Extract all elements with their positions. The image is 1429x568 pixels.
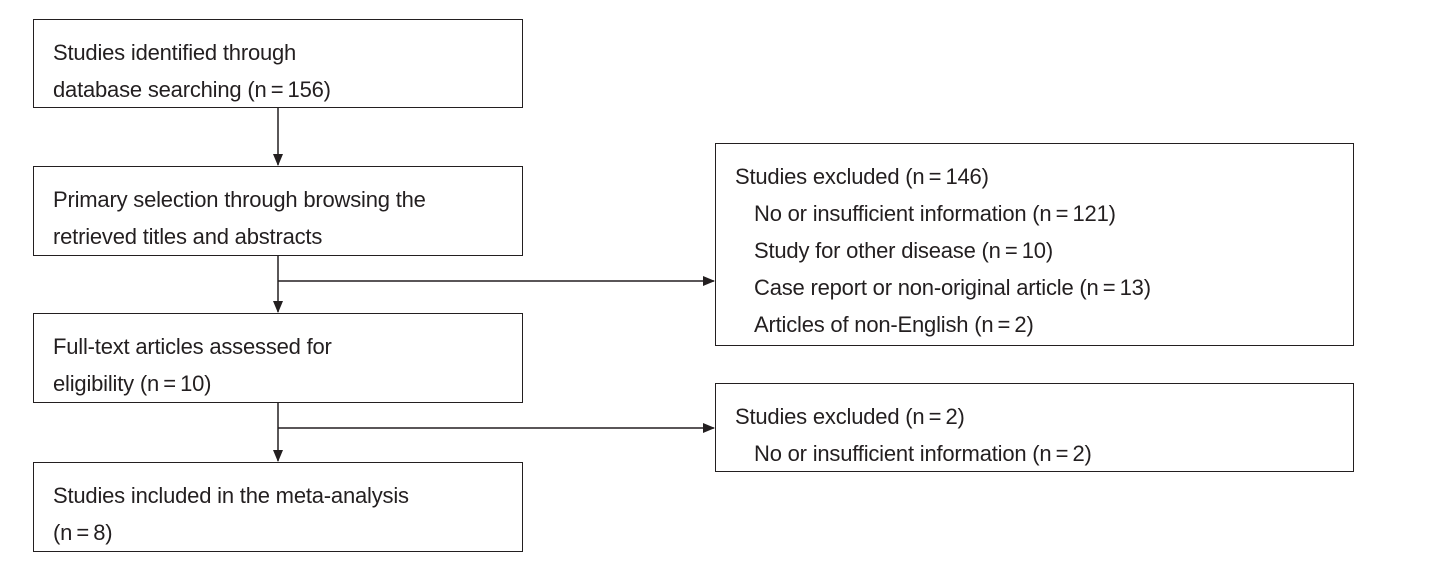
full-text-line-2: eligibility (n = 10) <box>53 371 212 396</box>
excluded-first-reason: Case report or non-original article (n =… <box>754 275 1151 300</box>
identified-line-1: Studies identified through <box>53 40 297 65</box>
primary-selection-line-2: retrieved titles and abstracts <box>53 224 323 249</box>
included-box: Studies included in the meta-analysis (n… <box>33 462 523 552</box>
excluded-second-reason: No or insufficient information (n = 2) <box>754 441 1092 466</box>
excluded-first-box: Studies excluded (n = 146) No or insuffi… <box>715 143 1354 346</box>
primary-selection-line-1: Primary selection through browsing the <box>53 187 426 212</box>
primary-selection-box: Primary selection through browsing the r… <box>33 166 523 256</box>
excluded-second-title: Studies excluded (n = 2) <box>735 404 965 429</box>
excluded-first-title: Studies excluded (n = 146) <box>735 164 989 189</box>
identified-line-2: database searching (n = 156) <box>53 77 331 102</box>
excluded-first-reason: Study for other disease (n = 10) <box>754 238 1053 263</box>
identified-box: Studies identified through database sear… <box>33 19 523 108</box>
excluded-first-reason: Articles of non-English (n = 2) <box>754 312 1034 337</box>
excluded-second-box: Studies excluded (n = 2) No or insuffici… <box>715 383 1354 472</box>
excluded-first-reason: No or insufficient information (n = 121) <box>754 201 1116 226</box>
included-line-2: (n = 8) <box>53 520 113 545</box>
full-text-box: Full-text articles assessed for eligibil… <box>33 313 523 403</box>
full-text-line-1: Full-text articles assessed for <box>53 334 332 359</box>
included-line-1: Studies included in the meta-analysis <box>53 483 409 508</box>
